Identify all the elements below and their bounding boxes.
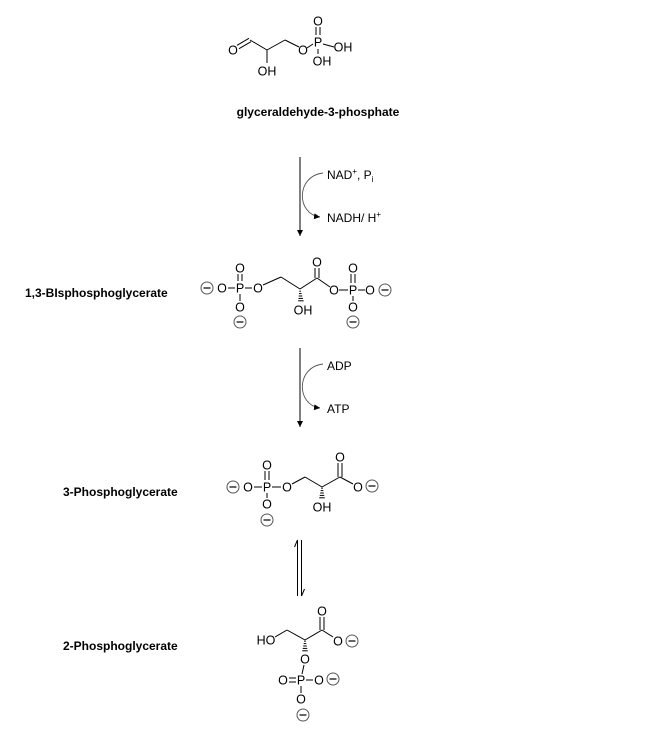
single-bond: [306, 43, 314, 49]
curved-arrow-icon: [301, 172, 324, 220]
negative-charge-icon: [296, 708, 310, 722]
atom-label: O: [278, 674, 288, 688]
atom-label: O: [348, 301, 358, 315]
single-bond: [286, 629, 306, 641]
atom-label: O: [282, 481, 292, 495]
negative-charge-icon: [365, 479, 379, 493]
double-bond: [238, 41, 252, 50]
compound-label-3-phosphoglycerate: 3-Phosphoglycerate: [63, 485, 178, 499]
negative-charge-icon: [378, 283, 392, 297]
single-bond: [321, 629, 334, 638]
reaction-arrow-step-2: ADP ATP: [297, 348, 352, 427]
double-bond: [236, 37, 250, 46]
negative-charge-icon: [345, 634, 359, 648]
compound-label-1-3-bisphosphoglycerate: 1,3-BIsphosphoglycerate: [25, 286, 168, 300]
atom-label: O: [348, 262, 358, 276]
negative-charge-icon: [346, 315, 360, 329]
negative-charge-icon: [233, 315, 247, 329]
single-bond: [339, 476, 354, 485]
curved-arrow-icon: [301, 363, 324, 411]
single-bond: [321, 476, 341, 488]
single-bond: [301, 664, 305, 675]
atom-label: O: [253, 282, 263, 296]
compound-label-glyceraldehyde-3-phosphate: glyceraldehyde-3-phosphate: [237, 105, 400, 119]
single-bond: [316, 277, 331, 288]
atom-label: O: [365, 284, 375, 298]
atom-label: OH: [294, 304, 313, 318]
negative-charge-icon: [260, 513, 274, 527]
atom-label: P: [349, 284, 357, 298]
atom-label: O: [312, 256, 322, 270]
atom-label: O: [314, 674, 324, 688]
negative-charge-icon: [326, 672, 340, 686]
atom-label: O: [262, 459, 272, 473]
atom-label: P: [297, 674, 305, 688]
single-bond: [280, 276, 301, 290]
atom-label: O: [235, 301, 245, 315]
atom-label: HO: [257, 634, 276, 648]
single-bond: [262, 276, 282, 286]
single-bond: [304, 629, 323, 641]
single-bond: [299, 277, 318, 290]
compound-label-2-phosphoglycerate: 2-Phosphoglycerate: [63, 639, 178, 653]
atom-label: O: [329, 284, 339, 298]
atom-label: O: [335, 451, 345, 465]
single-bond: [249, 39, 268, 51]
reagent-in-step-1: NAD+, Pi: [327, 167, 374, 184]
atom-label: O: [235, 262, 245, 276]
reaction-arrow-step-1: NAD+, Pi NADH/ H+: [297, 157, 381, 236]
single-bond: [322, 43, 335, 48]
atom-label: P: [314, 36, 322, 50]
atom-label: O: [298, 44, 308, 58]
atom-label: O: [243, 481, 253, 495]
atom-label: P: [263, 481, 271, 495]
atom-label: O: [353, 481, 363, 495]
atom-label: O: [300, 653, 310, 667]
reagent-in-step-2: ADP: [327, 359, 352, 373]
atom-label: OH: [313, 55, 332, 69]
negative-charge-icon: [226, 480, 240, 494]
single-bond: [304, 476, 323, 488]
single-bond: [266, 39, 286, 51]
atom-label: OH: [258, 65, 277, 79]
atom-label: O: [313, 15, 323, 29]
equilibrium-arrow-step-3: [294, 539, 305, 597]
atom-label: O: [317, 605, 327, 619]
negative-charge-icon: [200, 281, 214, 295]
atom-label: OH: [334, 41, 353, 55]
atom-label: O: [262, 498, 272, 512]
atom-label: O: [296, 693, 306, 707]
atom-label: O: [228, 44, 238, 58]
reagent-out-step-1: NADH/ H+: [327, 210, 381, 225]
atom-label: O: [333, 635, 343, 649]
atom-label: OH: [313, 501, 332, 515]
atom-label: P: [236, 282, 244, 296]
atom-label: O: [217, 282, 227, 296]
single-bond: [284, 39, 300, 48]
single-bond: [274, 629, 288, 638]
reagent-out-step-2: ATP: [327, 402, 349, 416]
single-bond: [291, 476, 306, 485]
